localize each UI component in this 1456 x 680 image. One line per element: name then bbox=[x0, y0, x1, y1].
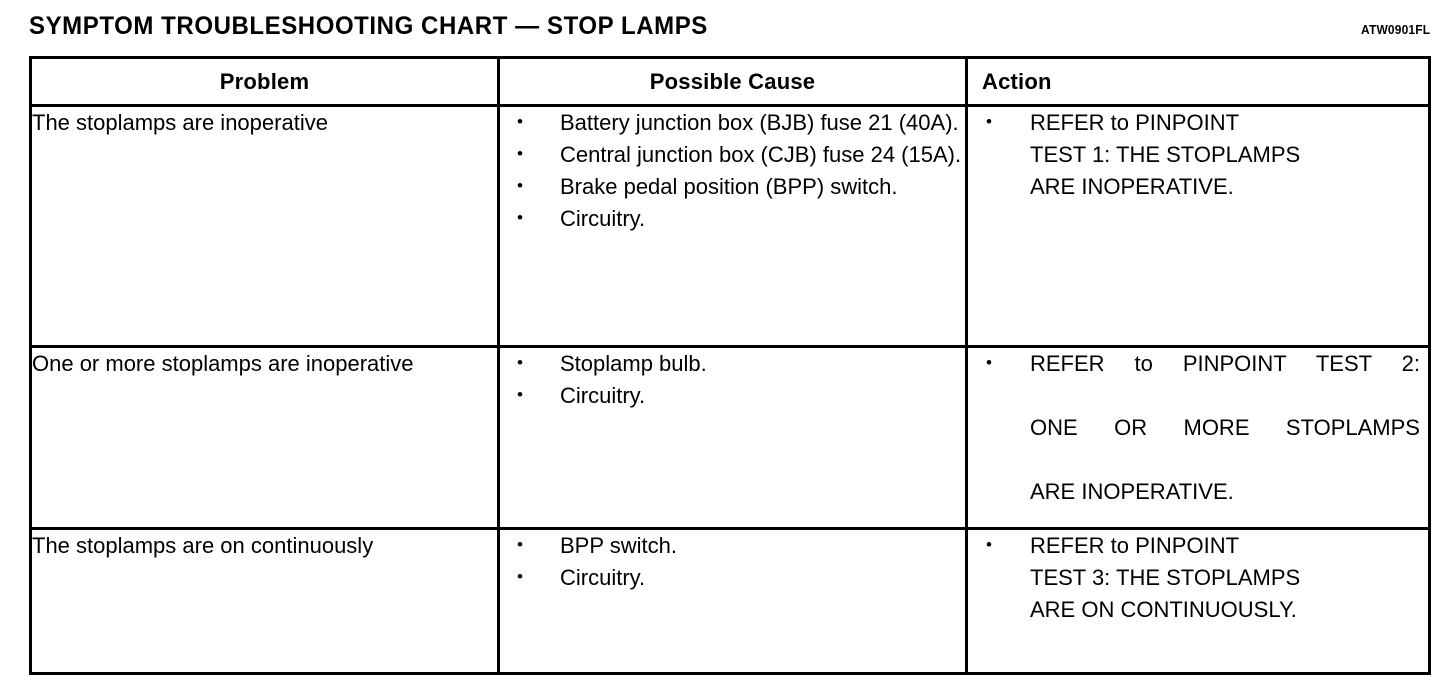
list-item: Battery junction box (BJB) fuse 21 (40A)… bbox=[500, 106, 965, 139]
action-line: TEST 1: THE STOPLAMPS bbox=[1030, 142, 1301, 167]
possible-cause-list: Battery junction box (BJB) fuse 21 (40A)… bbox=[500, 106, 965, 235]
problem-cell: The stoplamps are inoperative bbox=[29, 104, 500, 348]
table-row: The stoplamps are on continuously BPP sw… bbox=[29, 527, 1431, 675]
list-item: BPP switch. bbox=[500, 529, 965, 562]
action-list: REFER to PINPOINT TEST 2: ONE OR MORE ST… bbox=[968, 347, 1428, 508]
action-cell: REFER to PINPOINT TEST 1: THE STOPLAMPS … bbox=[965, 104, 1431, 348]
possible-cause-list: Stoplamp bulb. Circuitry. bbox=[500, 347, 965, 412]
action-cell: REFER to PINPOINT TEST 2: ONE OR MORE ST… bbox=[965, 345, 1431, 530]
action-line: REFER to PINPOINT TEST 2: bbox=[1030, 351, 1420, 376]
table-row: The stoplamps are inoperative Battery ju… bbox=[29, 104, 1431, 348]
table-header-row: Problem Possible Cause Action bbox=[29, 56, 1431, 107]
possible-cause-cell: Stoplamp bulb. Circuitry. bbox=[497, 345, 968, 530]
list-item: REFER to PINPOINT TEST 1: THE STOPLAMPS … bbox=[968, 106, 1428, 203]
page-title: SYMPTOM TROUBLESHOOTING CHART — STOP LAM… bbox=[29, 12, 708, 40]
list-item: REFER to PINPOINT TEST 2: ONE OR MORE ST… bbox=[968, 347, 1428, 508]
column-header-problem-label: Problem bbox=[219, 69, 310, 94]
problem-text: The stoplamps are on continuously bbox=[32, 533, 374, 558]
list-item: Central junction box (CJB) fuse 24 (15A)… bbox=[500, 138, 965, 171]
problem-cell: One or more stoplamps are inoperative bbox=[29, 345, 500, 530]
action-line: REFER to PINPOINT bbox=[1030, 533, 1240, 558]
action-list: REFER to PINPOINT TEST 3: THE STOPLAMPS … bbox=[968, 529, 1428, 626]
action-line: REFER to PINPOINT bbox=[1030, 110, 1240, 135]
list-item: REFER to PINPOINT TEST 3: THE STOPLAMPS … bbox=[968, 529, 1428, 626]
column-header-problem: Problem bbox=[29, 56, 500, 107]
column-header-possible-cause: Possible Cause bbox=[497, 56, 968, 107]
possible-cause-cell: Battery junction box (BJB) fuse 21 (40A)… bbox=[497, 104, 968, 348]
action-cell: REFER to PINPOINT TEST 3: THE STOPLAMPS … bbox=[965, 527, 1431, 675]
column-header-action: Action bbox=[965, 56, 1431, 107]
action-line: TEST 3: THE STOPLAMPS bbox=[1030, 565, 1301, 590]
document-code: ATW0901FL bbox=[1360, 22, 1430, 37]
list-item: Brake pedal position (BPP) switch. bbox=[500, 170, 965, 203]
list-item: Circuitry. bbox=[500, 202, 965, 235]
action-list: REFER to PINPOINT TEST 1: THE STOPLAMPS … bbox=[968, 106, 1428, 203]
possible-cause-cell: BPP switch. Circuitry. bbox=[497, 527, 968, 675]
column-header-action-label: Action bbox=[982, 69, 1052, 94]
list-item: Stoplamp bulb. bbox=[500, 347, 965, 380]
action-line: ONE OR MORE STOPLAMPS bbox=[1030, 415, 1420, 440]
problem-text: The stoplamps are inoperative bbox=[32, 110, 328, 135]
table-row: One or more stoplamps are inoperative St… bbox=[29, 345, 1431, 530]
possible-cause-list: BPP switch. Circuitry. bbox=[500, 529, 965, 594]
action-line: ARE ON CONTINUOUSLY. bbox=[1030, 597, 1297, 622]
problem-cell: The stoplamps are on continuously bbox=[29, 527, 500, 675]
action-line: ARE INOPERATIVE. bbox=[1030, 479, 1234, 504]
action-line: ARE INOPERATIVE. bbox=[1030, 174, 1234, 199]
problem-text: One or more stoplamps are inoperative bbox=[32, 351, 414, 376]
list-item: Circuitry. bbox=[500, 561, 965, 594]
symptom-troubleshooting-table: Problem Possible Cause Action The stopla… bbox=[29, 56, 1431, 675]
title-row: SYMPTOM TROUBLESHOOTING CHART — STOP LAM… bbox=[0, 0, 1456, 52]
list-item: Circuitry. bbox=[500, 379, 965, 412]
column-header-possible-cause-label: Possible Cause bbox=[649, 69, 816, 94]
